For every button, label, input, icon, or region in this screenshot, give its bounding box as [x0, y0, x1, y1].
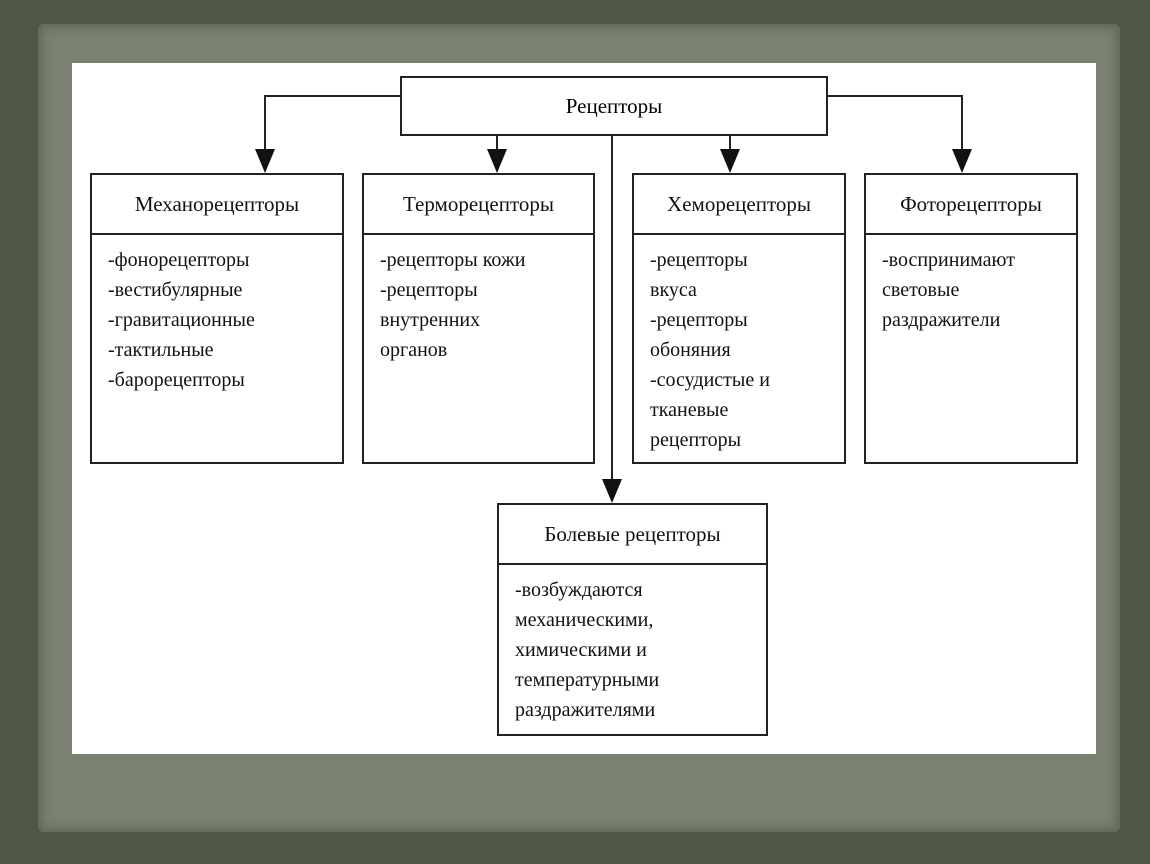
- list-item: -сосудистые и: [650, 369, 770, 391]
- list-item: раздражители: [882, 309, 1001, 331]
- mechanoreceptors-box: Механорецепторы -фонорецепторы -вестибул…: [90, 173, 344, 464]
- list-item: -тактильные: [108, 339, 214, 361]
- box-list: -воспринимают световые раздражители: [866, 235, 1076, 345]
- box-list: -возбуждаются механическими, химическими…: [499, 565, 766, 735]
- box-title: Хеморецепторы: [634, 175, 844, 235]
- list-item: вкуса: [650, 279, 697, 301]
- list-item: -рецепторы: [380, 279, 478, 301]
- list-item: -барорецепторы: [108, 369, 245, 391]
- list-item: раздражителями: [515, 699, 656, 721]
- box-title: Терморецепторы: [364, 175, 593, 235]
- list-item: химическими и: [515, 639, 647, 661]
- list-item: органов: [380, 339, 448, 361]
- thermoreceptors-box: Терморецепторы -рецепторы кожи -рецептор…: [362, 173, 595, 464]
- list-item: -рецепторы: [650, 309, 748, 331]
- box-list: -рецепторы кожи -рецепторы внутренних ор…: [364, 235, 593, 375]
- arrow-photo: [828, 95, 972, 173]
- list-item: тканевые: [650, 399, 729, 421]
- list-item: -возбуждаются: [515, 579, 643, 601]
- list-item: -фонорецепторы: [108, 249, 250, 271]
- list-item: -вестибулярные: [108, 279, 243, 301]
- list-item: температурными: [515, 669, 660, 691]
- box-title: Фоторецепторы: [866, 175, 1076, 235]
- box-list: -фонорецепторы -вестибулярные -гравитаци…: [92, 235, 342, 405]
- list-item: -рецепторы кожи: [380, 249, 526, 271]
- list-item: внутренних: [380, 309, 481, 331]
- list-item: -воспринимают: [882, 249, 1015, 271]
- pain-receptors-box: Болевые рецепторы -возбуждаются механиче…: [497, 503, 768, 736]
- list-item: механическими,: [515, 609, 654, 631]
- list-item: рецепторы: [650, 429, 742, 451]
- box-title: Болевые рецепторы: [499, 505, 766, 565]
- arrow-mechano: [255, 95, 400, 173]
- root-box: Рецепторы: [400, 76, 828, 136]
- list-item: обоняния: [650, 339, 731, 361]
- list-item: -рецепторы: [650, 249, 748, 271]
- list-item: -гравитационные: [108, 309, 255, 331]
- box-title: Механорецепторы: [92, 175, 342, 235]
- list-item: световые: [882, 279, 960, 301]
- chemoreceptors-box: Хеморецепторы -рецепторы вкуса -рецептор…: [632, 173, 846, 464]
- box-list: -рецепторы вкуса -рецепторы обоняния -со…: [634, 235, 844, 465]
- photoreceptors-box: Фоторецепторы -воспринимают световые раз…: [864, 173, 1078, 464]
